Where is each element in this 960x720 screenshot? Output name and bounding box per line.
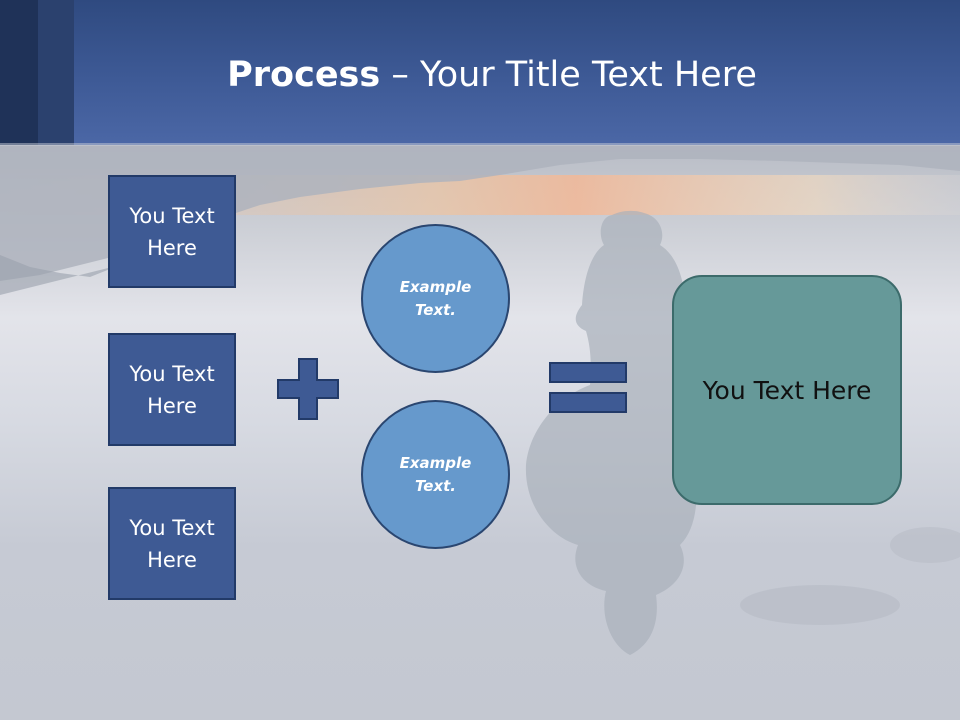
text-box-3[interactable]: You Text Here xyxy=(108,487,236,600)
example-circle-2-label: Example Text. xyxy=(399,453,472,495)
slide-title-bold: Process xyxy=(227,55,381,95)
text-box-2[interactable]: You Text Here xyxy=(108,333,236,446)
title-bar-accent xyxy=(38,0,74,145)
example-circle-1[interactable]: Example Text. xyxy=(361,224,510,373)
result-box[interactable]: You Text Here xyxy=(672,275,902,505)
title-bar xyxy=(0,0,960,146)
equals-icon xyxy=(549,362,627,413)
title-bar-accent-dark xyxy=(0,0,38,145)
example-circle-1-label: Example Text. xyxy=(399,277,472,319)
title-bar-divider xyxy=(0,143,960,146)
example-circle-2[interactable]: Example Text. xyxy=(361,400,510,549)
slide-title-rest: – Your Title Text Here xyxy=(380,55,757,95)
plus-icon xyxy=(277,358,339,420)
text-box-1[interactable]: You Text Here xyxy=(108,175,236,288)
slide-title[interactable]: Process – Your Title Text Here xyxy=(0,52,960,98)
